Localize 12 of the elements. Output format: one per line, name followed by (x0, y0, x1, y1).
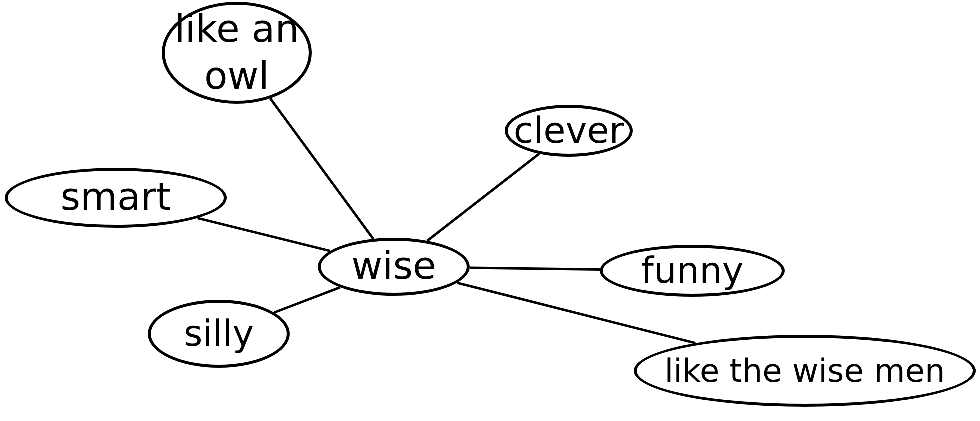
bubble-text: funny (641, 250, 744, 294)
bubble-text: silly (184, 312, 254, 356)
bubble-text: like the wise men (664, 351, 946, 391)
bubble-text: like an owl (174, 6, 300, 100)
bubble-text: wise (352, 243, 436, 290)
connector-line (197, 217, 331, 252)
connector-line (457, 282, 696, 345)
connector-line (269, 98, 375, 240)
bubble-text: clever (514, 110, 624, 154)
bubble-text: smart (60, 174, 172, 222)
connector-line (470, 266, 600, 271)
connector-line (274, 286, 341, 314)
